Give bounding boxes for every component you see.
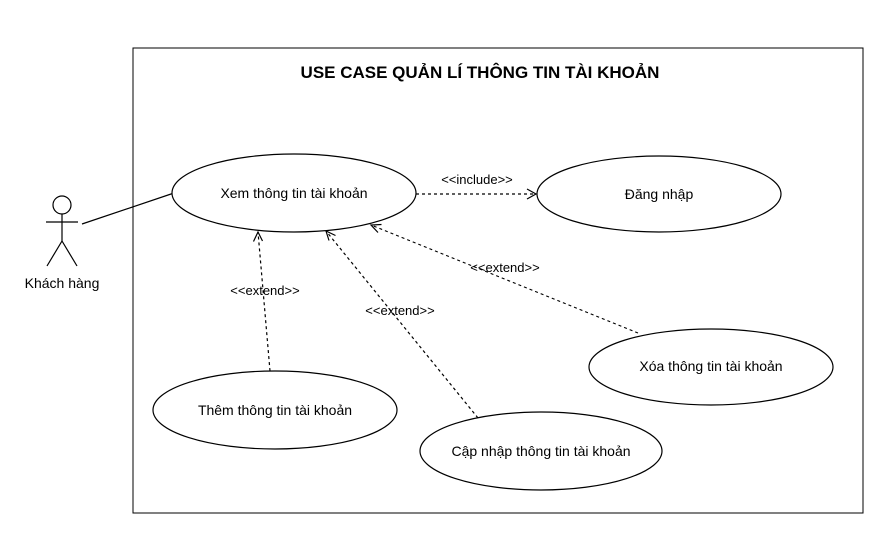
use-case-view-label: Xem thông tin tài khoản xyxy=(220,185,367,201)
extend-delete-line xyxy=(370,224,639,334)
include-arrowhead xyxy=(526,188,538,200)
actor-head xyxy=(52,195,72,215)
extend-add-label: <<extend>> xyxy=(230,283,299,298)
actor-left-leg xyxy=(46,240,63,267)
extend-add-line xyxy=(257,231,271,372)
extend-relationship-delete: <<extend>> xyxy=(369,223,639,334)
use-case-delete-account: Xóa thông tin tài khoản xyxy=(588,328,834,406)
use-case-login-label: Đăng nhập xyxy=(625,186,694,202)
extend-update-label: <<extend>> xyxy=(365,303,434,318)
extend-update-line xyxy=(325,230,479,419)
actor-right-leg xyxy=(61,240,78,267)
use-case-login: Đăng nhập xyxy=(536,155,782,233)
extend-delete-label: <<extend>> xyxy=(470,260,539,275)
actor-name: Khách hàng xyxy=(25,275,100,291)
extend-relationship-add: <<extend>> xyxy=(230,230,300,372)
use-case-update-account: Cập nhập thông tin tài khoản xyxy=(419,411,663,491)
use-case-update-ellipse xyxy=(419,411,663,491)
association-actor-view xyxy=(81,192,175,225)
use-case-delete-label: Xóa thông tin tài khoản xyxy=(639,358,782,374)
use-case-add-label: Thêm thông tin tài khoản xyxy=(198,402,352,418)
use-case-view-ellipse xyxy=(171,153,417,233)
use-case-delete-ellipse xyxy=(588,328,834,406)
extend-add-arrowhead xyxy=(252,230,264,242)
use-case-update-label: Cập nhập thông tin tài khoản xyxy=(451,443,630,459)
include-label: <<include>> xyxy=(441,172,513,187)
use-case-view-account: Xem thông tin tài khoản xyxy=(171,153,417,233)
diagram-title: USE CASE QUẢN LÍ THÔNG TIN TÀI KHOẢN xyxy=(301,63,660,82)
actor-customer: Khách hàng xyxy=(25,195,100,291)
extend-delete-arrowhead xyxy=(369,223,382,233)
use-case-login-ellipse xyxy=(536,155,782,233)
use-case-add-ellipse xyxy=(152,370,398,450)
use-case-add-account: Thêm thông tin tài khoản xyxy=(152,370,398,450)
include-relationship: <<include>> xyxy=(416,172,538,200)
